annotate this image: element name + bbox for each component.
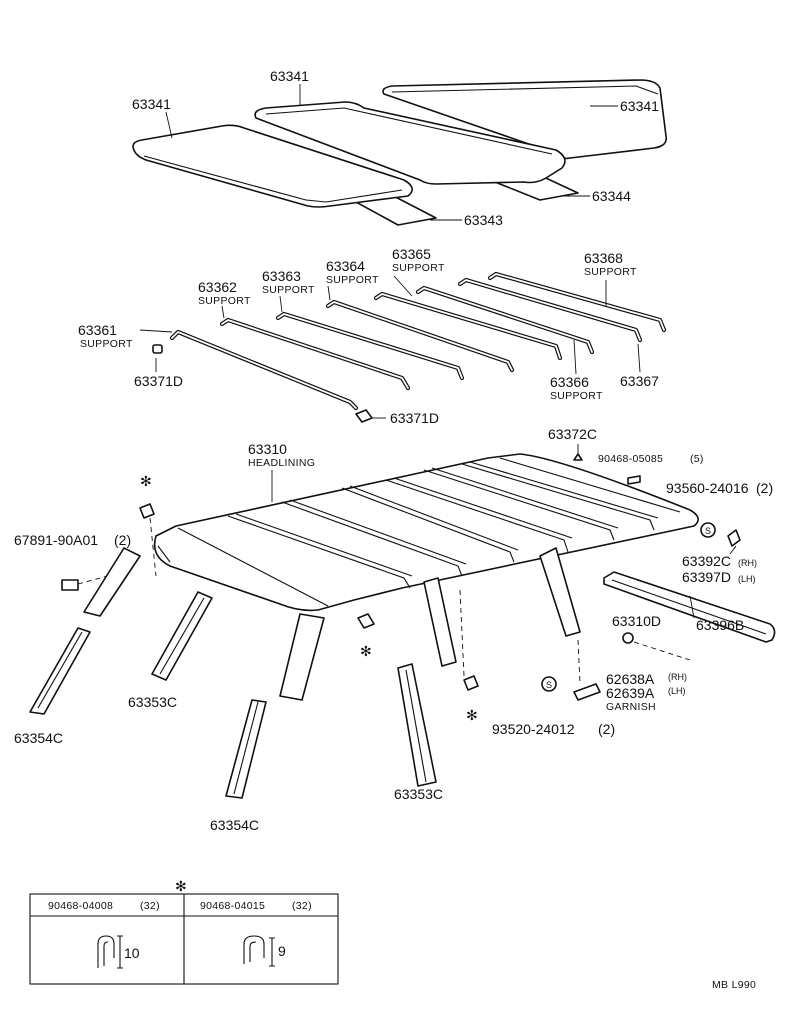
label-63363-desc: SUPPORT <box>262 284 315 296</box>
label-62638a: 62638A <box>606 671 655 687</box>
clip-icon-2 <box>243 935 265 964</box>
label-63343: 63343 <box>464 212 503 228</box>
label-63310: 63310 <box>248 441 287 457</box>
label-63362: 63362 <box>198 279 237 295</box>
label-63362-desc: SUPPORT <box>198 295 251 307</box>
s-mark-upper-text: S <box>705 526 711 536</box>
label-63361: 63361 <box>78 322 117 338</box>
label-63366-desc: SUPPORT <box>550 390 603 402</box>
panel-63341-left <box>132 124 413 208</box>
label-63344: 63344 <box>592 188 631 204</box>
clip-icon-1 <box>97 935 115 968</box>
label-62639a: 62639A <box>606 685 655 701</box>
label-63353c-left: 63353C <box>128 694 177 710</box>
label-63354c-right: 63354C <box>210 817 259 833</box>
label-90468-05085-qty: (5) <box>690 453 704 465</box>
headlining <box>153 453 699 612</box>
label-93560-24016: 93560-24016 <box>666 480 749 496</box>
asterisk-mark-3: ✻ <box>466 707 478 723</box>
s-mark-upper <box>700 522 716 538</box>
clip-table-part-1: 90468-04008 <box>48 900 113 912</box>
clip-table-dim-2: 9 <box>278 943 286 959</box>
label-63392c-side: (RH) <box>738 558 757 568</box>
label-93560-24016-qty: (2) <box>756 480 773 496</box>
label-63310d: 63310D <box>612 613 661 629</box>
sunroof-group <box>132 79 668 226</box>
label-67891-90a01-qty: (2) <box>114 532 131 548</box>
label-63371d-right: 63371D <box>390 410 439 426</box>
label-63372c: 63372C <box>548 426 597 442</box>
panel-63341-middle <box>254 101 566 185</box>
clip-63371d-right <box>355 409 373 423</box>
garnish-part <box>573 683 601 701</box>
asterisk-mark-2: ✻ <box>360 643 372 659</box>
clip-63372c <box>573 453 583 461</box>
asterisk-mark-1: ✻ <box>140 473 152 489</box>
label-63341-middle: 63341 <box>270 68 309 84</box>
label-63353c-right: 63353C <box>394 786 443 802</box>
clip-table-qty-2: (32) <box>292 900 312 912</box>
clip-table-dim-1: 10 <box>124 945 140 961</box>
label-63363: 63363 <box>262 268 301 284</box>
label-63364: 63364 <box>326 258 365 274</box>
label-63365: 63365 <box>392 246 431 262</box>
label-63397d: 63397D <box>682 569 731 585</box>
label-63361-desc: SUPPORT <box>80 338 133 350</box>
label-63365-desc: SUPPORT <box>392 262 445 274</box>
label-63354c-left: 63354C <box>14 730 63 746</box>
clip-table-mark: ✻ <box>175 878 187 894</box>
clip-63310d <box>622 632 634 644</box>
s-mark-lower <box>541 676 557 692</box>
fastener-67891-90a01 <box>61 579 79 591</box>
label-63396b: 63396B <box>696 617 744 633</box>
label-63310-desc: HEADLINING <box>248 457 315 469</box>
label-90468-05085: 90468-05085 <box>598 453 663 465</box>
label-63341-left: 63341 <box>132 96 171 112</box>
footer-code: MB L990 <box>712 979 756 991</box>
label-63341-right: 63341 <box>620 98 659 114</box>
s-mark-lower-text: S <box>546 680 552 690</box>
label-93520-24012: 93520-24012 <box>492 721 575 737</box>
label-63392c: 63392C <box>682 553 731 569</box>
support-rods <box>169 271 667 411</box>
label-63364-desc: SUPPORT <box>326 274 379 286</box>
label-63366: 63366 <box>550 374 589 390</box>
pillars <box>29 547 581 799</box>
clip-63371d-left <box>152 344 163 354</box>
label-93520-24012-qty: (2) <box>598 721 615 737</box>
label-62639a-side: (LH) <box>668 686 686 696</box>
label-62638a-side: (RH) <box>668 672 687 682</box>
label-63367: 63367 <box>620 373 659 389</box>
clip-table-part-2: 90468-04015 <box>200 900 265 912</box>
label-63368: 63368 <box>584 250 623 266</box>
label-63371d-left: 63371D <box>134 373 183 389</box>
label-63397d-side: (LH) <box>738 574 756 584</box>
clip-table-qty-1: (32) <box>140 900 160 912</box>
label-63368-desc: SUPPORT <box>584 266 637 278</box>
label-garnish-desc: GARNISH <box>606 701 656 713</box>
clip-table: ✻ 90468-04008 (32) 90468-04015 (32) 10 9 <box>29 878 339 985</box>
label-67891-90a01: 67891-90A01 <box>14 532 98 548</box>
